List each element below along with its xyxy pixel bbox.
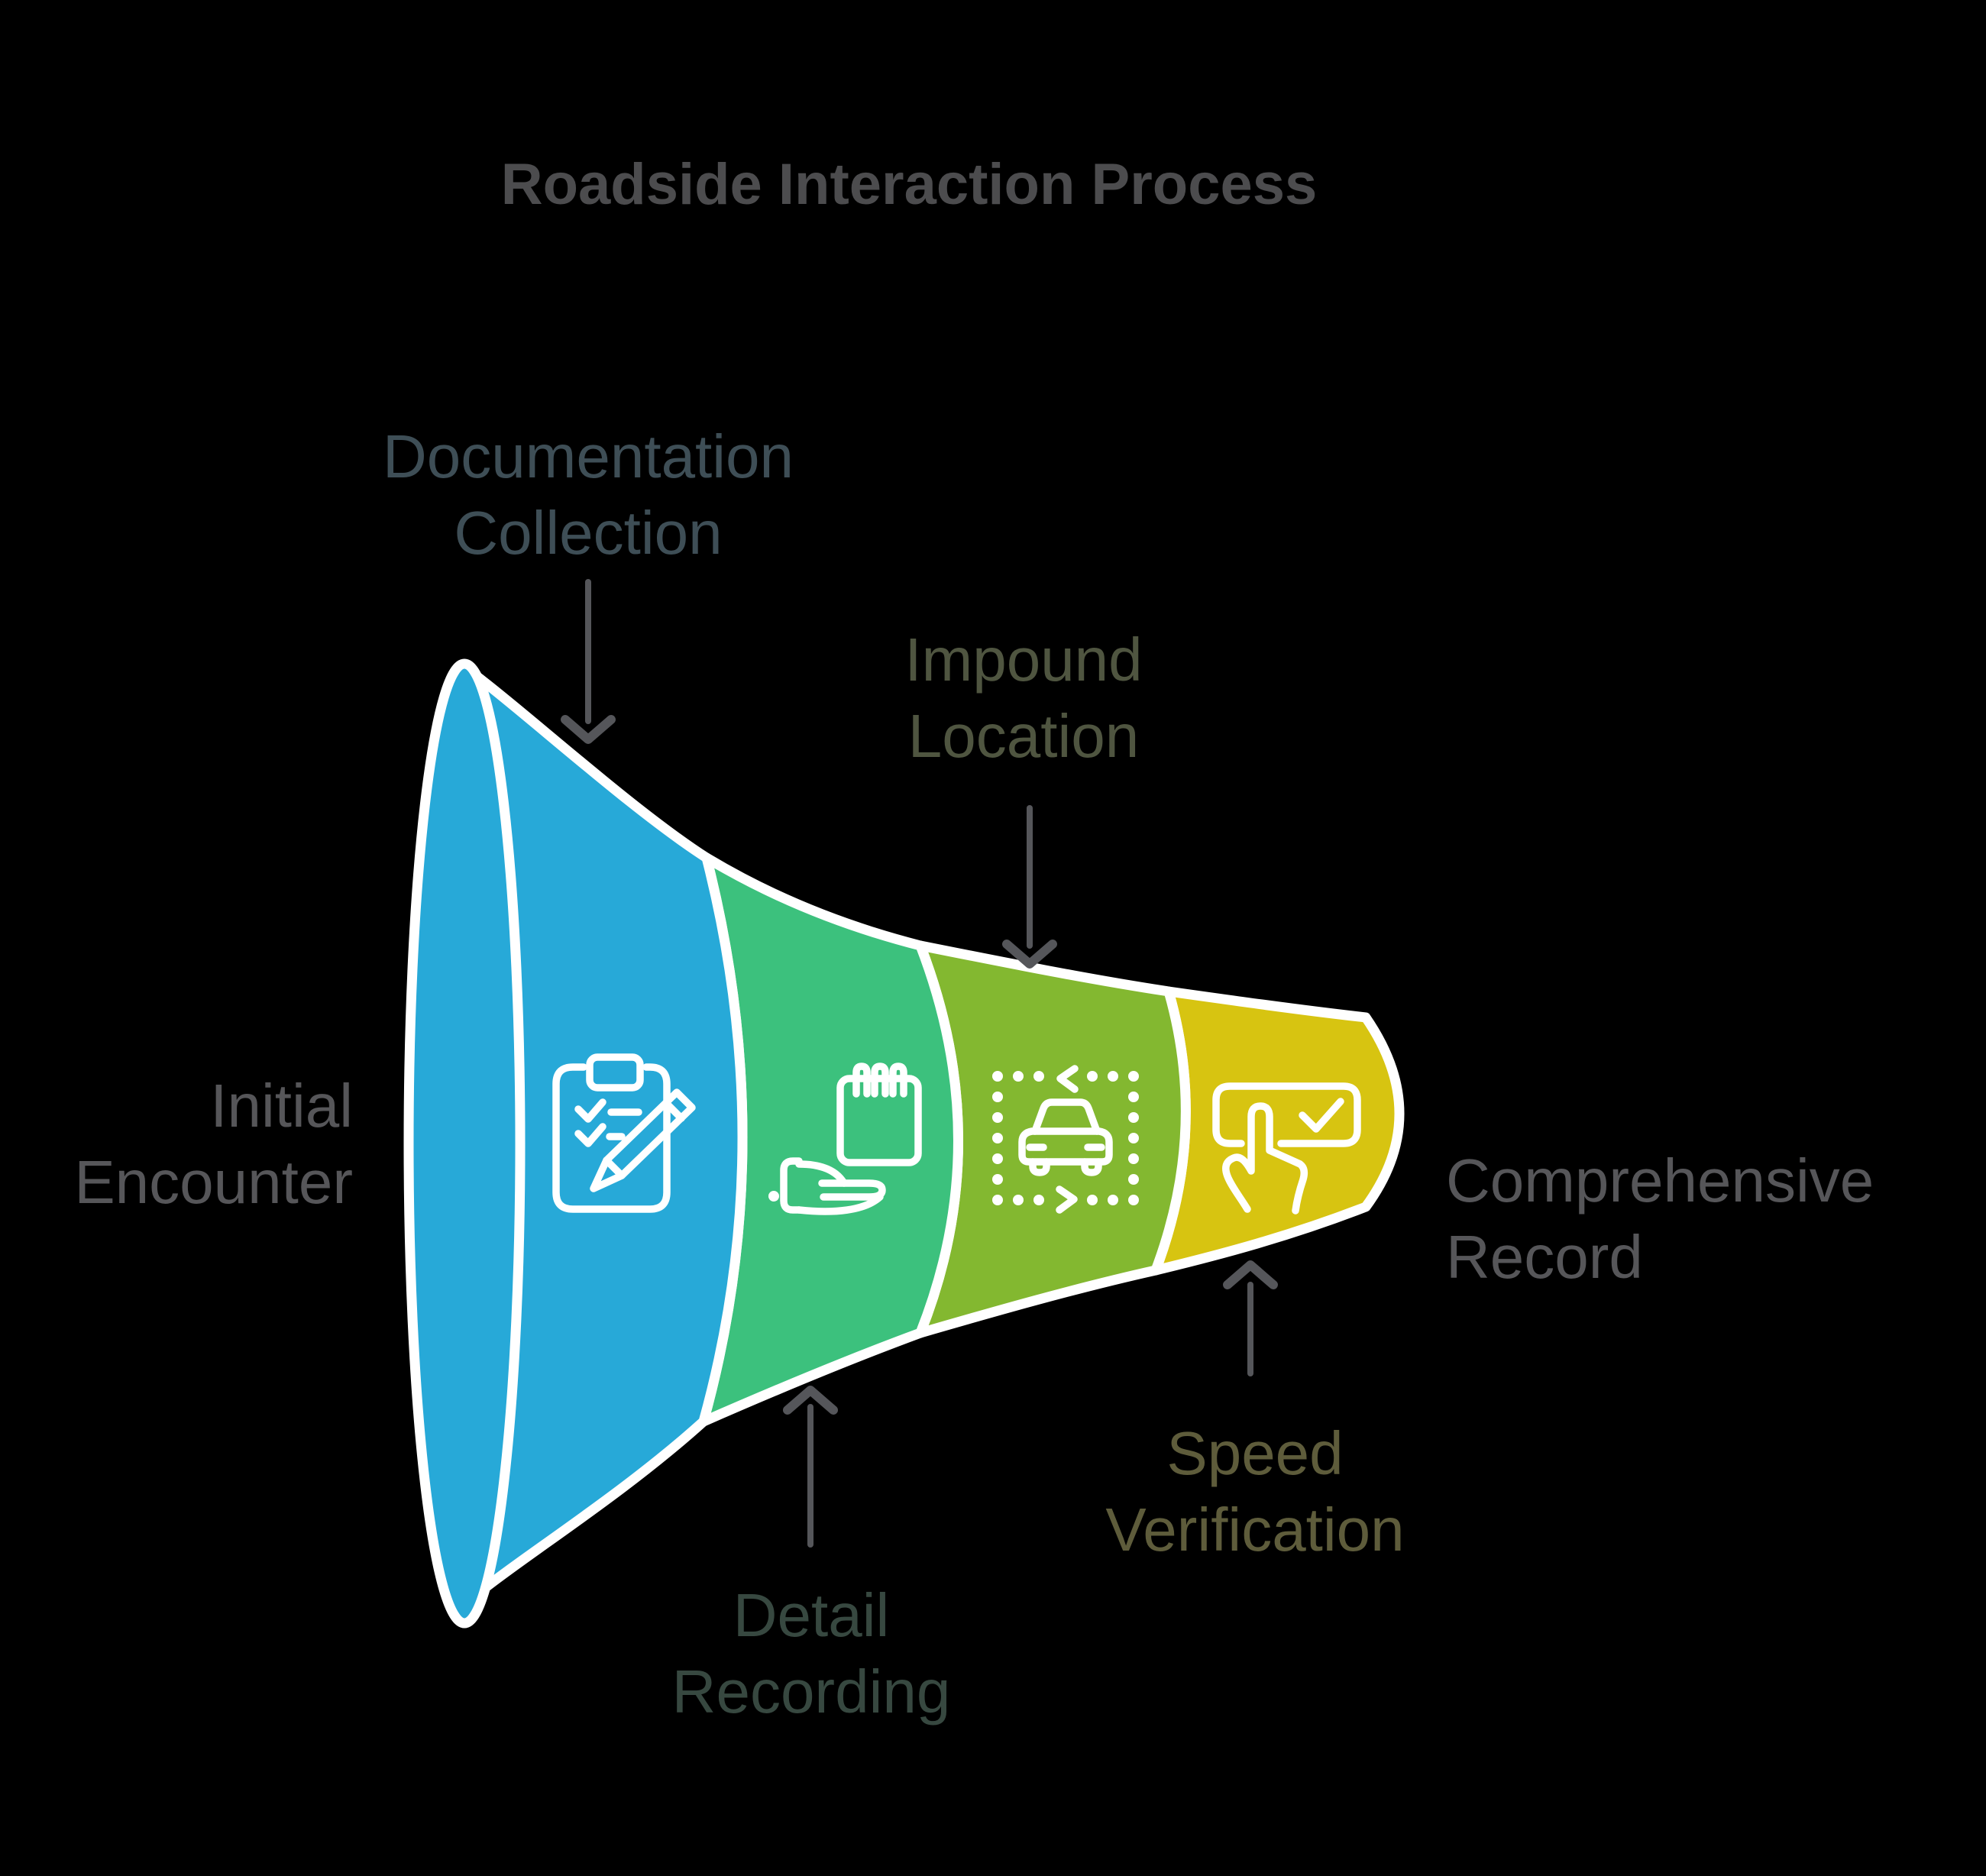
arrow-down-icon (561, 715, 616, 744)
notepad-hand-icon (768, 1063, 922, 1215)
impound-location-arrow (1002, 805, 1057, 969)
dashed-box-dots (992, 1071, 1139, 1205)
funnel-mouth-inner-edge (474, 673, 525, 1591)
stage-label-impound-location: Impound Location (904, 626, 1143, 770)
arrow-up-icon (783, 1386, 838, 1415)
speed-verification-arrow (1223, 1260, 1278, 1376)
arrow-down-icon (1002, 940, 1057, 969)
stage-label-documentation-collection: Documentation Collection (382, 422, 794, 567)
pressing-finger (1222, 1102, 1308, 1215)
chevron-left-icon (1056, 1065, 1079, 1093)
arrow-up-icon (1223, 1260, 1278, 1289)
funnel-segment-speed-verification (1150, 986, 1405, 1276)
stage-label-speed-verification: Speed Verification (1105, 1419, 1405, 1564)
press-button-check-icon (1212, 1082, 1361, 1215)
hand-thumb-dot (768, 1191, 779, 1202)
car-transfer-icon (992, 1065, 1139, 1214)
page-title: Roadside Interaction Process (500, 152, 1318, 217)
chevron-right-icon (1056, 1185, 1078, 1214)
stage-label-comprehensive-record: Comprehensive Record (1446, 1147, 1874, 1291)
detail-recording-arrow (783, 1386, 838, 1548)
stage-label-initial-encounter: Initial Encounter (74, 1072, 353, 1216)
clipboard-checklist-icon (552, 1053, 696, 1213)
documentation-collection-arrow (561, 579, 616, 744)
stage-label-detail-recording: Detail Recording (671, 1581, 951, 1726)
checkmark-icon (1299, 1098, 1344, 1133)
